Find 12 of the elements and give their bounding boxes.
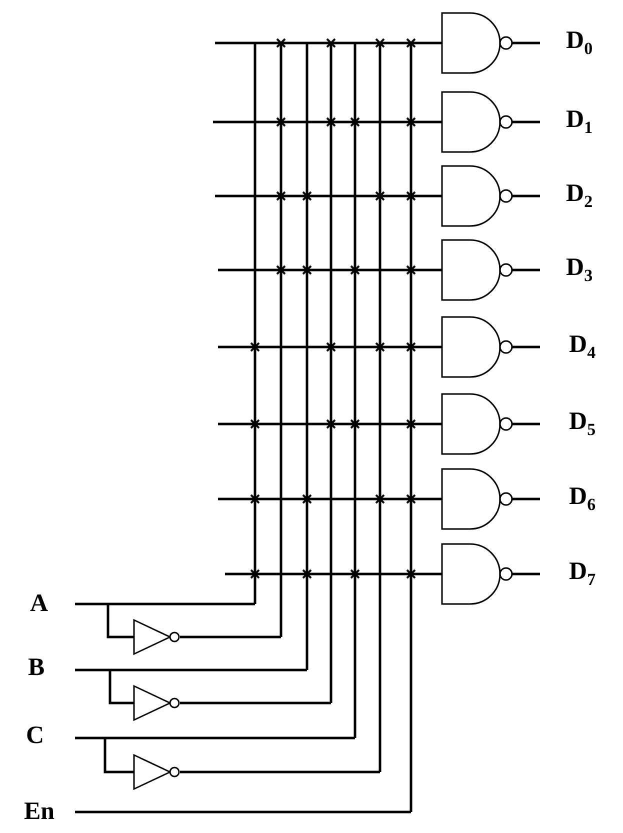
output-label: D$_{1}$	[566, 106, 593, 139]
output-label: D$_{3}$	[566, 254, 593, 287]
input-label: En	[24, 798, 55, 826]
output-label: D$_{7}$	[569, 558, 596, 591]
input-label: C	[26, 722, 44, 750]
output-label: D$_{4}$	[569, 331, 596, 364]
output-label: D$_{0}$	[566, 27, 593, 60]
output-label: D$_{6}$	[569, 483, 596, 516]
input-label: B	[28, 654, 45, 682]
input-label: A	[30, 590, 48, 618]
output-label: D$_{5}$	[569, 408, 596, 441]
output-label: D$_{2}$	[566, 180, 593, 213]
